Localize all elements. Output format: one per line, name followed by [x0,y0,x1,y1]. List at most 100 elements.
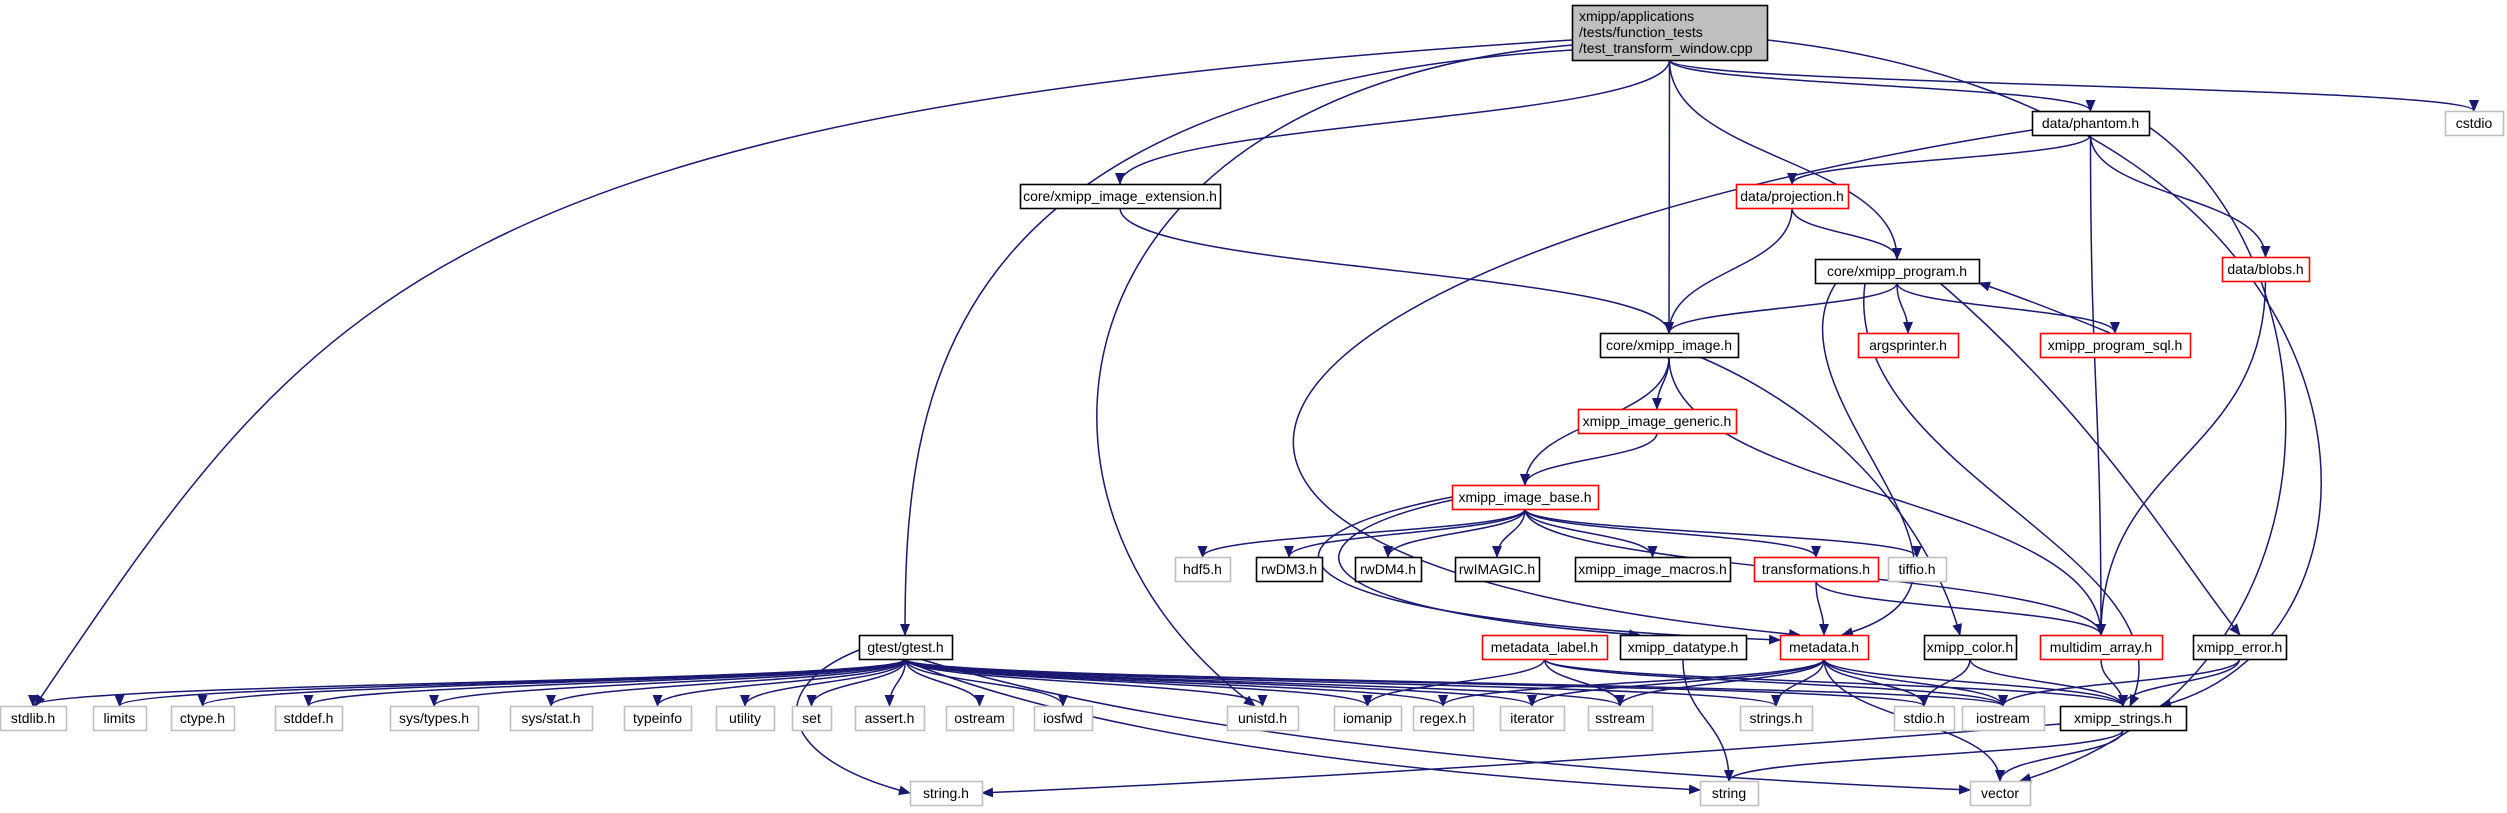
node-image_base[interactable]: xmipp_image_base.h [1451,484,1600,511]
edge-image_base-to-rwdm4 [1383,508,1526,558]
node-image_generic[interactable]: xmipp_image_generic.h [1577,408,1738,435]
node-rwdm3[interactable]: rwDM3.h [1255,556,1324,583]
node-box [1454,556,1541,583]
edge-root-to-program [1668,59,1902,260]
node-box [909,780,984,807]
node-box [1699,780,1760,807]
node-label: transformations.h [1762,561,1870,577]
node-metadata_label[interactable]: metadata_label.h [1481,634,1609,661]
node-label: hdf5.h [1183,561,1222,577]
edge-root-to-gtest [900,49,1573,636]
edge-image_base-to-metadata [1317,496,1781,645]
node-rwimagic[interactable]: rwIMAGIC.h [1454,556,1541,583]
node-iosfwd: iosfwd [1033,705,1094,732]
node-label: data/phantom.h [2042,115,2139,131]
edge-projection-to-program [1791,207,1902,260]
node-box [2039,634,2164,661]
node-program_sql[interactable]: xmipp_program_sql.h [2039,332,2192,359]
edge-program-to-metadata [1821,282,1915,637]
node-box [1577,408,1738,435]
node-box [1255,556,1324,583]
node-extension[interactable]: core/xmipp_image_extension.h [1019,183,1222,210]
node-rwdm4[interactable]: rwDM4.h [1354,556,1423,583]
node-hdf5: hdf5.h [1174,556,1232,583]
node-box [945,705,1015,732]
node-label: utility [729,710,761,726]
node-box [389,705,480,732]
edge-gtest-to-utility [740,658,907,707]
node-box [1814,258,1981,285]
node-label: core/xmipp_program.h [1827,263,1967,279]
node-metadata[interactable]: metadata.h [1779,634,1870,661]
node-box [1226,705,1300,732]
edge-gtest-to-assert [884,658,907,707]
node-systypes: sys/types.h [389,705,480,732]
node-box [274,705,344,732]
node-datatype[interactable]: xmipp_datatype.h [1619,634,1748,661]
node-multidim[interactable]: multidim_array.h [2039,634,2164,661]
edge-phantom-to-metadata [1292,129,2033,639]
node-root[interactable]: xmipp/applications/tests/function_tests/… [1571,4,1769,62]
node-label: iterator [1510,710,1554,726]
node-transformations[interactable]: transformations.h [1753,556,1880,583]
edge-error-to-xstrings [2118,658,2241,707]
node-label: set [802,710,821,726]
edge-root-to-cstdio [1668,59,2479,112]
edge-program_sql-to-program [1978,281,2111,334]
node-iomanip: iomanip [1333,705,1403,732]
edge-transformations-to-metadata [1815,580,1829,636]
node-xstrings[interactable]: xmipp_strings.h [2059,705,2188,732]
edge-root-to-image [1664,59,1675,334]
node-box [1571,4,1769,62]
node-box [1893,705,1956,732]
node-ostream: ostream [945,705,1015,732]
edge-program-to-error [1939,282,2241,636]
node-label: xmipp_strings.h [2074,710,2172,726]
node-box [1333,705,1403,732]
edge-image_base-to-tiffio [1524,508,1922,558]
edge-metadata-to-xstrings [1823,658,2128,707]
node-stdlib: stdlib.h [0,705,68,732]
node-argsprinter[interactable]: argsprinter.h [1857,332,1960,359]
node-box [1481,634,1609,661]
node-image_macros[interactable]: xmipp_image_macros.h [1574,556,1732,583]
edge-projection-to-image [1664,207,1793,334]
node-phantom[interactable]: data/phantom.h [2031,110,2151,137]
edge-image_base-to-rwdm3 [1284,508,1526,558]
node-label: xmipp_datatype.h [1628,639,1739,655]
edge-program-to-argsprinter [1896,282,1913,334]
node-label: tiffio.h [1898,561,1935,577]
node-assert: assert.h [854,705,926,732]
node-label: data/blobs.h [2227,261,2303,277]
node-box [1354,556,1423,583]
node-iostream: iostream [1961,705,2046,732]
node-program[interactable]: core/xmipp_program.h [1814,258,1981,285]
node-label: xmipp_image_generic.h [1583,413,1732,429]
node-gtest[interactable]: gtest/gtest.h [858,634,954,661]
edge-transformations-to-multidim [1815,580,2106,636]
node-blobs[interactable]: data/blobs.h [2221,256,2311,283]
edge-metadata_label-to-sstream [1543,658,1625,707]
node-box [1857,332,1960,359]
node-label: xmipp_error.h [2197,639,2283,655]
edge-image_base-to-image_macros [1524,508,1658,558]
dependency-edges [28,39,2479,798]
edge-error-to-iostream [1998,658,2241,707]
node-image[interactable]: core/xmipp_image.h [1599,332,1740,359]
node-box [1574,556,1732,583]
node-label: sys/types.h [399,710,469,726]
edge-image_base-to-transformations [1524,508,1821,558]
node-error[interactable]: xmipp_error.h [2192,634,2288,661]
edge-color-to-stdio [1919,658,1971,707]
node-projection[interactable]: data/projection.h [1735,183,1850,210]
node-typeinfo: typeinfo [623,705,693,732]
edge-program-to-program_sql [1896,282,2120,334]
node-stddef: stddef.h [274,705,344,732]
edge-metadata-to-strings [1771,658,1825,707]
edge-gtest-to-iomanip [904,658,1373,707]
node-label: sys/stat.h [521,710,580,726]
edge-metadata-to-iostream [1823,658,2008,707]
node-color[interactable]: xmipp_color.h [1923,634,2018,661]
node-box [1499,705,1566,732]
edge-metadata_label-to-iostream [1543,658,2008,707]
